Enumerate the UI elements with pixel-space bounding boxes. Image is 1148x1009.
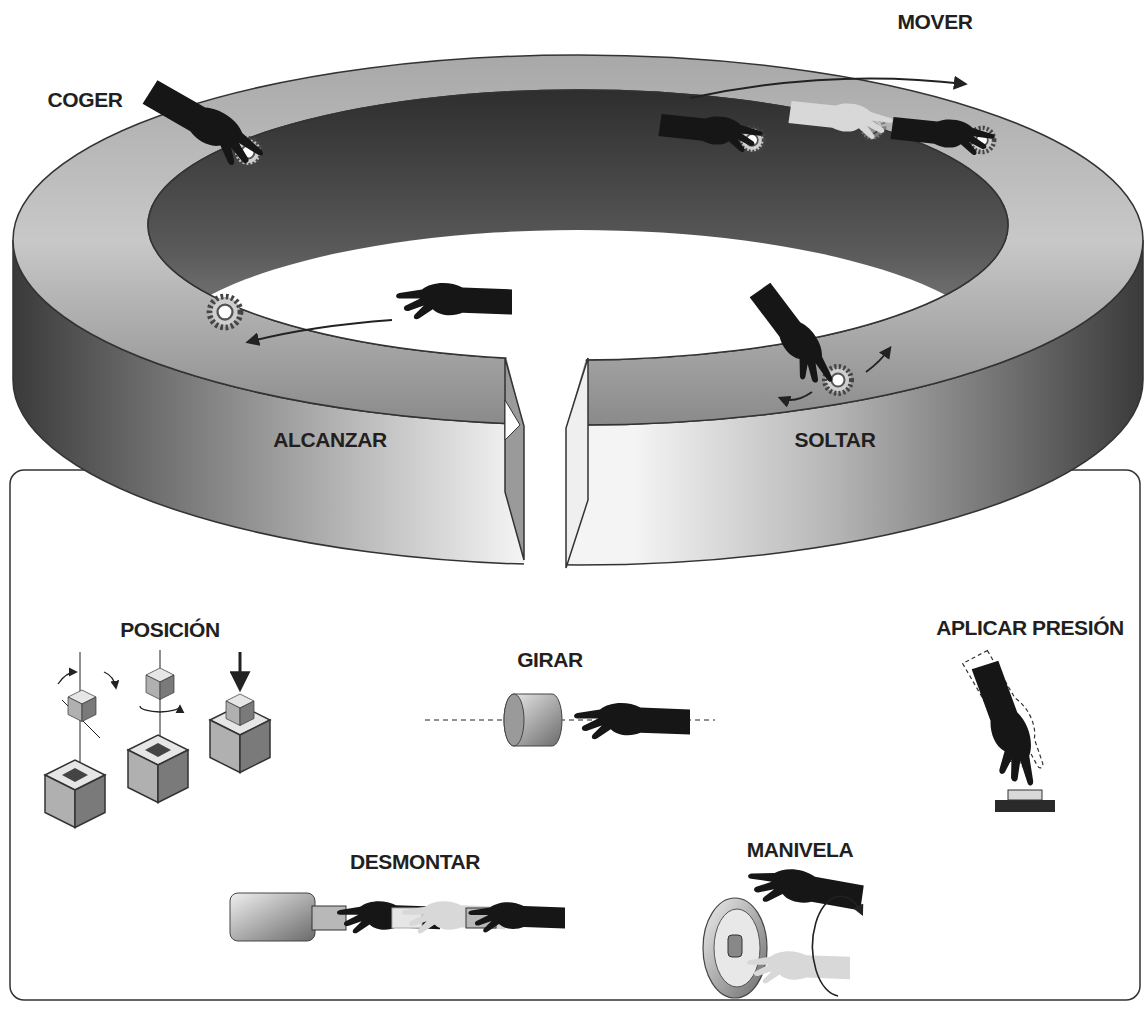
move-figure xyxy=(690,78,965,98)
grab-figure xyxy=(140,74,271,176)
move-figure xyxy=(890,111,996,157)
move-figure xyxy=(658,78,996,157)
position-figure xyxy=(140,706,180,712)
release-figure xyxy=(780,392,812,400)
release-figure xyxy=(746,279,890,400)
disengage-figure xyxy=(312,906,346,930)
grab-figure xyxy=(140,74,271,176)
position-figure xyxy=(226,694,254,726)
ring-gap xyxy=(505,352,588,590)
release-figure xyxy=(746,279,842,395)
step-label: COGER xyxy=(47,88,122,111)
crank-figure xyxy=(747,951,850,983)
position-figure xyxy=(58,672,76,684)
step-label: ALCANZAR xyxy=(273,428,386,451)
crank-figure xyxy=(703,898,767,998)
ring-notch xyxy=(505,400,520,440)
disengage-figure xyxy=(230,893,565,941)
position-figure xyxy=(68,690,96,722)
press-figure xyxy=(1008,790,1042,800)
press-figure xyxy=(967,658,1045,793)
press-figure xyxy=(958,647,1055,812)
step-label: SOLTAR xyxy=(795,428,876,451)
crank-figure xyxy=(745,863,865,915)
disengage-figure xyxy=(468,902,565,932)
panel-box: POSICIÓN GIRAR APLICAR PRESIÓN MANIVELA DESM… xyxy=(10,470,1140,1000)
motion-label: GIRAR xyxy=(517,648,583,671)
reach-figure xyxy=(210,297,240,327)
position-figure xyxy=(128,735,188,803)
move-figure xyxy=(788,95,894,141)
position-figure xyxy=(62,768,88,782)
reach-figure xyxy=(210,283,512,342)
crank-figure xyxy=(728,935,742,957)
ring-end-right xyxy=(566,358,588,568)
disengage-figure xyxy=(230,893,315,941)
turn-figure xyxy=(574,703,690,739)
position-figure xyxy=(145,743,171,757)
position-figure xyxy=(146,668,174,700)
motion-label: MANIVELA xyxy=(747,838,853,861)
release-figure xyxy=(866,348,890,372)
press-figure xyxy=(995,800,1055,812)
crank-figure xyxy=(714,909,760,987)
reach-figure xyxy=(396,283,512,319)
move-figure xyxy=(658,108,764,154)
motion-label: POSICIÓN xyxy=(120,618,219,641)
turn-figure xyxy=(425,694,715,746)
step-label: MOVER xyxy=(897,10,972,33)
position-figure xyxy=(239,652,242,688)
ring xyxy=(13,55,1143,590)
motion-label: DESMONTAR xyxy=(350,850,480,873)
position-figure xyxy=(104,672,116,688)
position-figure xyxy=(45,650,270,828)
turn-figure xyxy=(504,694,524,746)
motion-label: APLICAR PRESIÓN xyxy=(936,616,1124,639)
position-figure xyxy=(45,760,105,828)
ring-end-left xyxy=(505,358,524,560)
crank-figure xyxy=(813,896,862,996)
turn-figure xyxy=(504,694,562,746)
crank-figure xyxy=(703,863,865,998)
ring-inner-edge xyxy=(148,90,1008,360)
reach-figure xyxy=(248,320,392,342)
